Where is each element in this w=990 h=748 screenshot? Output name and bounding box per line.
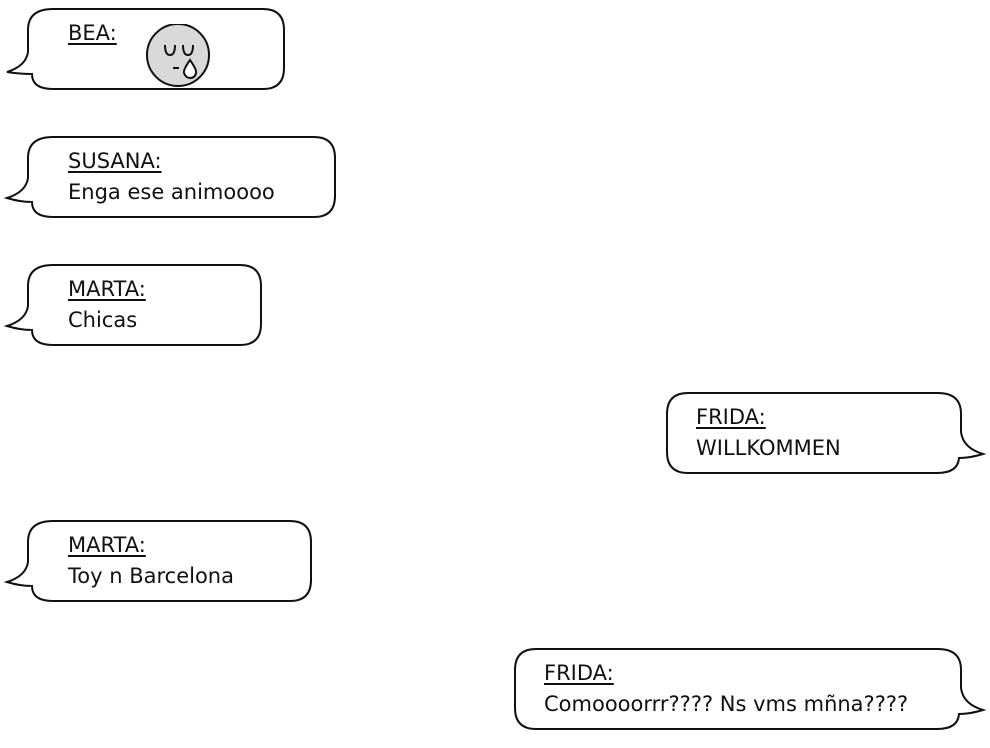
message-sender: MARTA: bbox=[68, 533, 146, 557]
message-bubble-frida: FRIDA: Comoooorrr???? Ns vms mñna???? bbox=[514, 648, 987, 730]
bubble-outline bbox=[3, 264, 262, 346]
message-text: Chicas bbox=[68, 308, 138, 332]
message-sender: FRIDA: bbox=[696, 405, 766, 429]
message-text: Comoooorrr???? Ns vms mñna???? bbox=[544, 692, 909, 716]
bubble-outline bbox=[6, 8, 285, 90]
bubble-outline bbox=[666, 392, 987, 474]
message-bubble-bea: BEA: bbox=[6, 8, 286, 90]
message-text: WILLKOMMEN bbox=[696, 436, 841, 460]
message-sender: SUSANA: bbox=[68, 149, 162, 173]
message-bubble-marta: MARTA: Toy n Barcelona bbox=[3, 520, 313, 602]
bubble-outline bbox=[3, 136, 336, 218]
crying-face-icon bbox=[146, 24, 210, 87]
message-bubble-frida: FRIDA: WILLKOMMEN bbox=[666, 392, 987, 474]
message-sender: BEA: bbox=[68, 21, 117, 45]
message-bubble-susana: SUSANA: Enga ese animoooo bbox=[3, 136, 337, 218]
message-sender: MARTA: bbox=[68, 277, 146, 301]
message-sender: FRIDA: bbox=[544, 661, 614, 685]
message-text: Toy n Barcelona bbox=[68, 564, 234, 588]
message-text: Enga ese animoooo bbox=[68, 180, 275, 204]
message-bubble-marta: MARTA: Chicas bbox=[3, 264, 263, 346]
bubble-outline bbox=[514, 648, 987, 730]
bubble-outline bbox=[3, 520, 312, 602]
